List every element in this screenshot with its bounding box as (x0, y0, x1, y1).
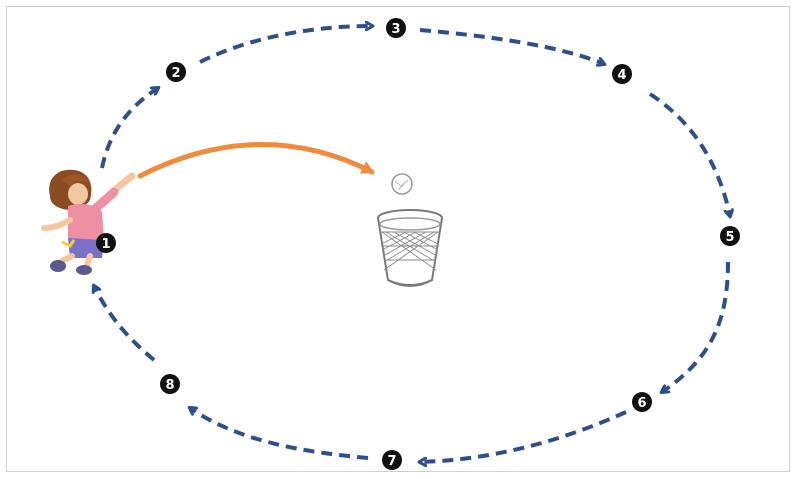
step-5-label: 5 (725, 230, 734, 245)
arrow-4-to-5 (648, 92, 730, 216)
step-markers: 1 2 3 4 5 6 7 8 (96, 18, 740, 470)
step-4-label: 4 (617, 68, 626, 83)
arrow-1-to-2 (100, 88, 158, 169)
step-6-label: 6 (637, 396, 646, 411)
step-marker-6: 6 (632, 392, 652, 412)
step-marker-3: 3 (386, 18, 406, 38)
step-1-label: 1 (101, 237, 110, 252)
arrow-8-to-1 (94, 286, 156, 362)
step-2-label: 2 (171, 66, 180, 81)
step-3-label: 3 (391, 22, 400, 37)
step-marker-1: 1 (96, 233, 116, 253)
arrow-7-to-8 (190, 408, 369, 460)
girl-throwing-icon (41, 169, 136, 275)
wastebasket-icon (377, 209, 443, 287)
arrow-5-to-6 (662, 261, 730, 392)
movement-arrows (94, 26, 730, 462)
paper-ball-icon (391, 173, 413, 195)
arrow-3-to-4 (419, 28, 604, 64)
arrow-2-to-3 (199, 26, 372, 64)
step-marker-4: 4 (612, 64, 632, 84)
step-marker-8: 8 (160, 374, 180, 394)
step-marker-7: 7 (382, 450, 402, 470)
step-marker-5: 5 (720, 226, 740, 246)
step-8-label: 8 (165, 378, 174, 393)
step-marker-2: 2 (166, 62, 186, 82)
arrow-6-to-7 (420, 410, 627, 462)
step-7-label: 7 (387, 454, 396, 469)
throw-arrow (137, 142, 375, 179)
